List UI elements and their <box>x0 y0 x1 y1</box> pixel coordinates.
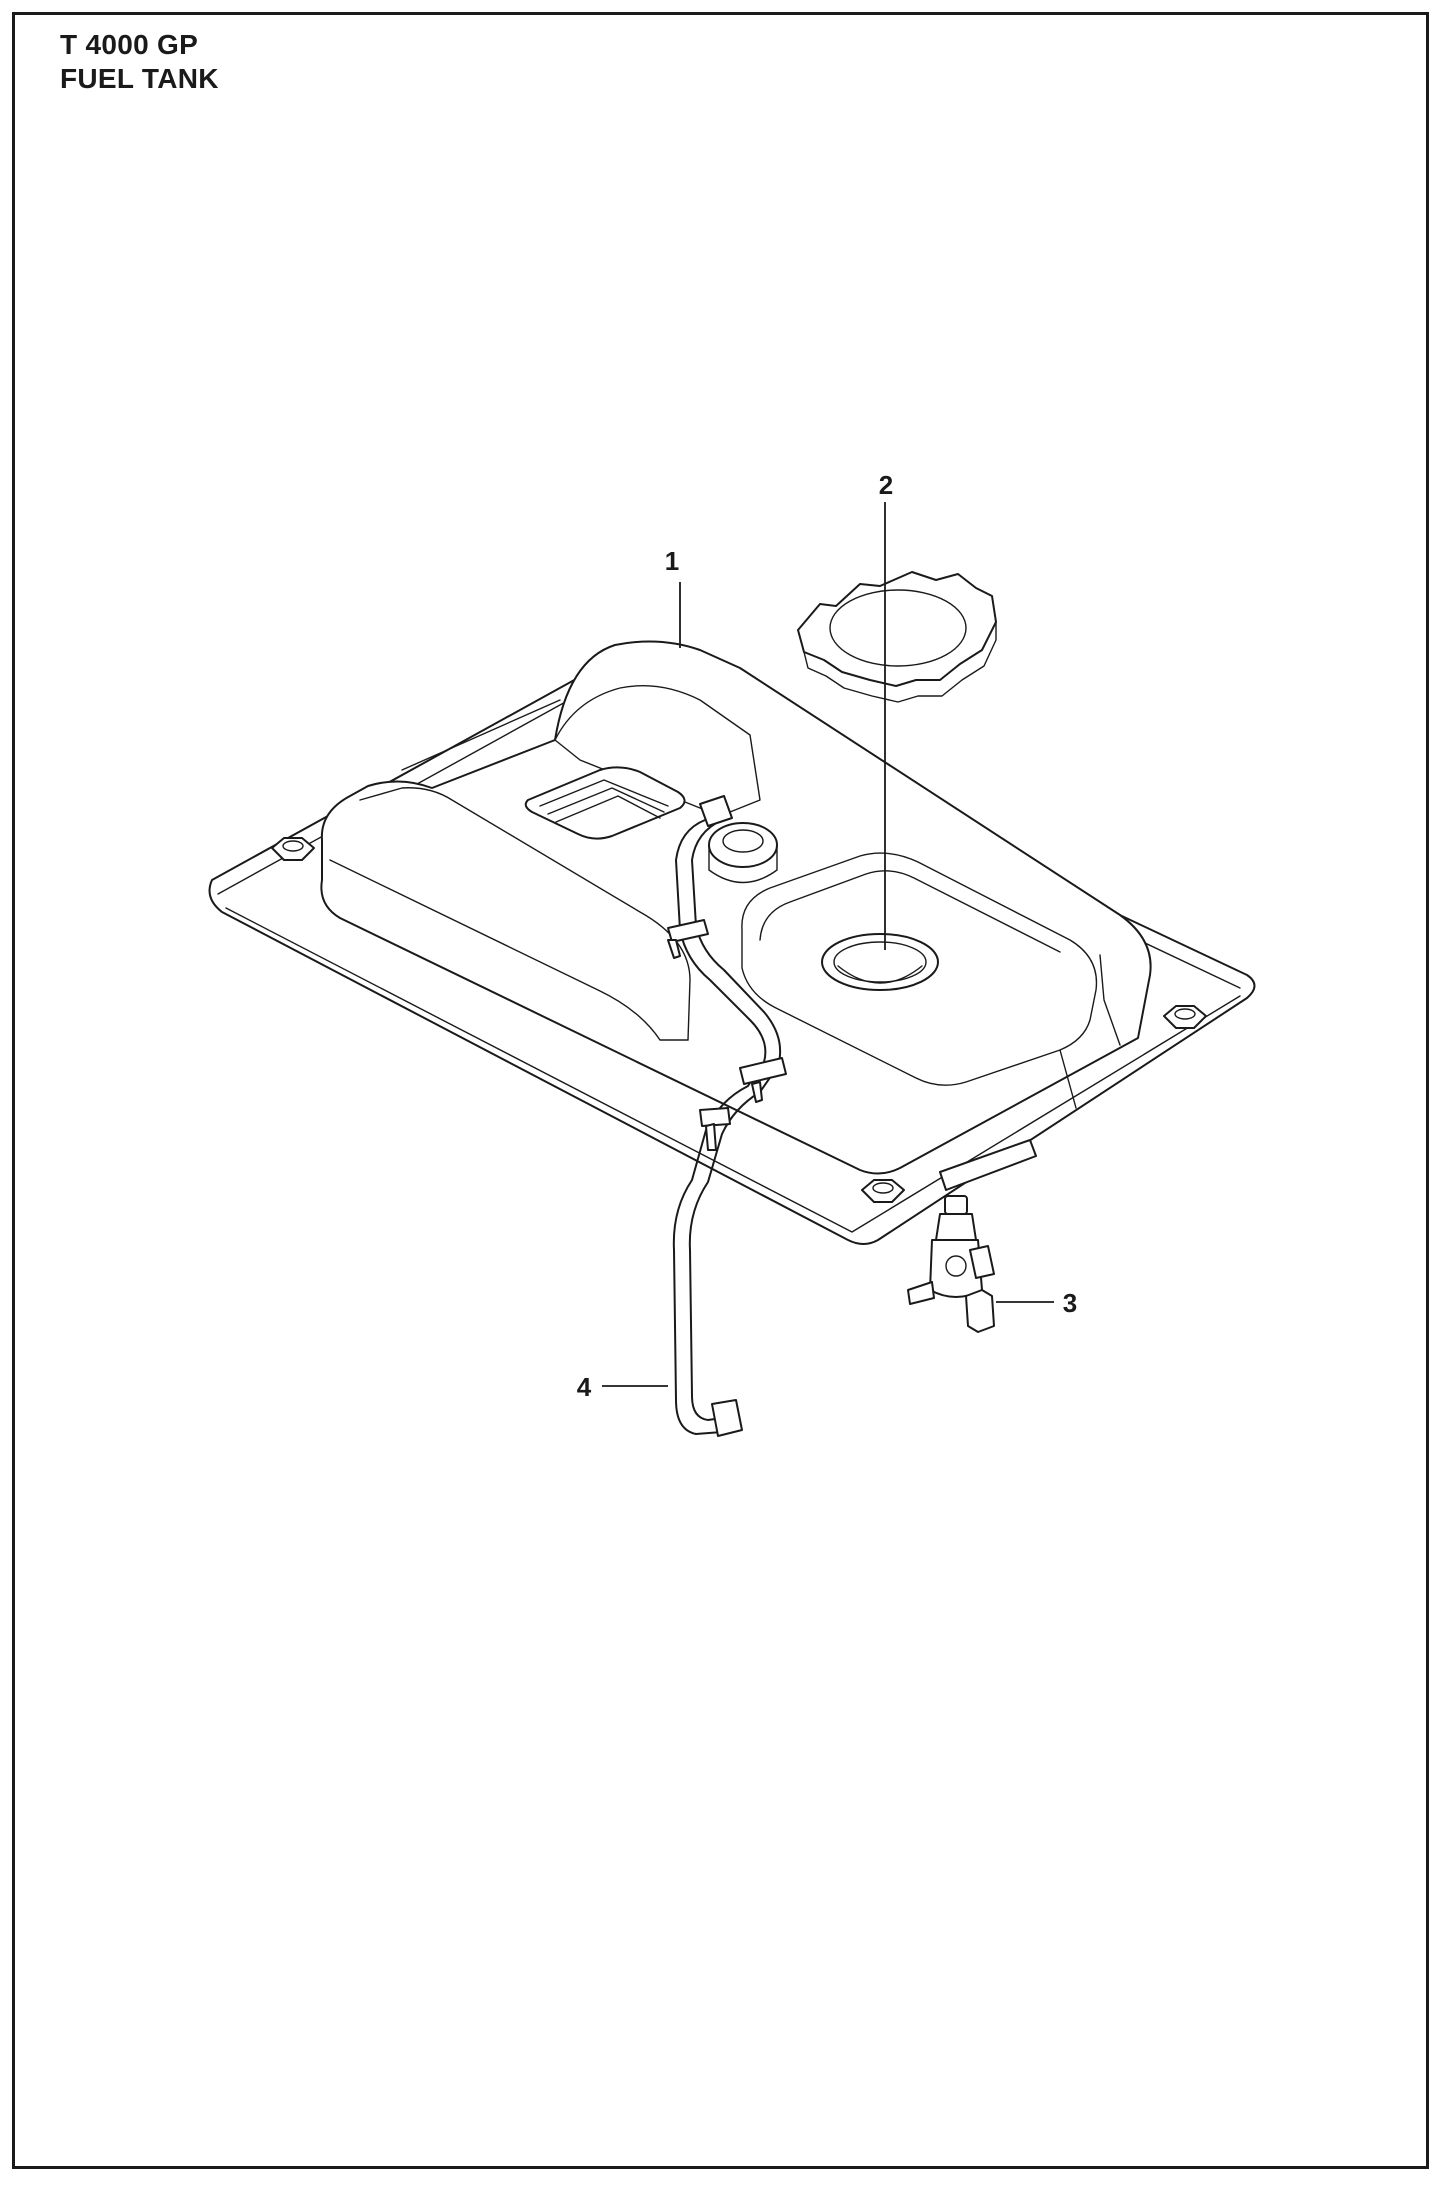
drawing-border <box>12 12 1429 2169</box>
bolt-icon <box>861 1179 905 1203</box>
fuel-tank-icon[interactable] <box>208 640 1256 1245</box>
callout-3[interactable]: 3 <box>1063 1288 1077 1318</box>
fuel-cap-icon[interactable] <box>797 571 997 703</box>
callout-1[interactable]: 1 <box>665 546 679 576</box>
bolt-icon <box>271 837 315 861</box>
model-title: T 4000 GP <box>60 29 199 60</box>
drawing-header: T 4000 GP FUEL TANK <box>60 28 219 96</box>
fuel-valve-icon[interactable] <box>907 1195 995 1333</box>
callout-2[interactable]: 2 <box>879 470 893 500</box>
section-title: FUEL TANK <box>60 63 219 94</box>
bolt-icon <box>1163 1005 1207 1029</box>
fuel-hose-icon[interactable] <box>667 795 787 1437</box>
callout-4[interactable]: 4 <box>577 1372 592 1402</box>
